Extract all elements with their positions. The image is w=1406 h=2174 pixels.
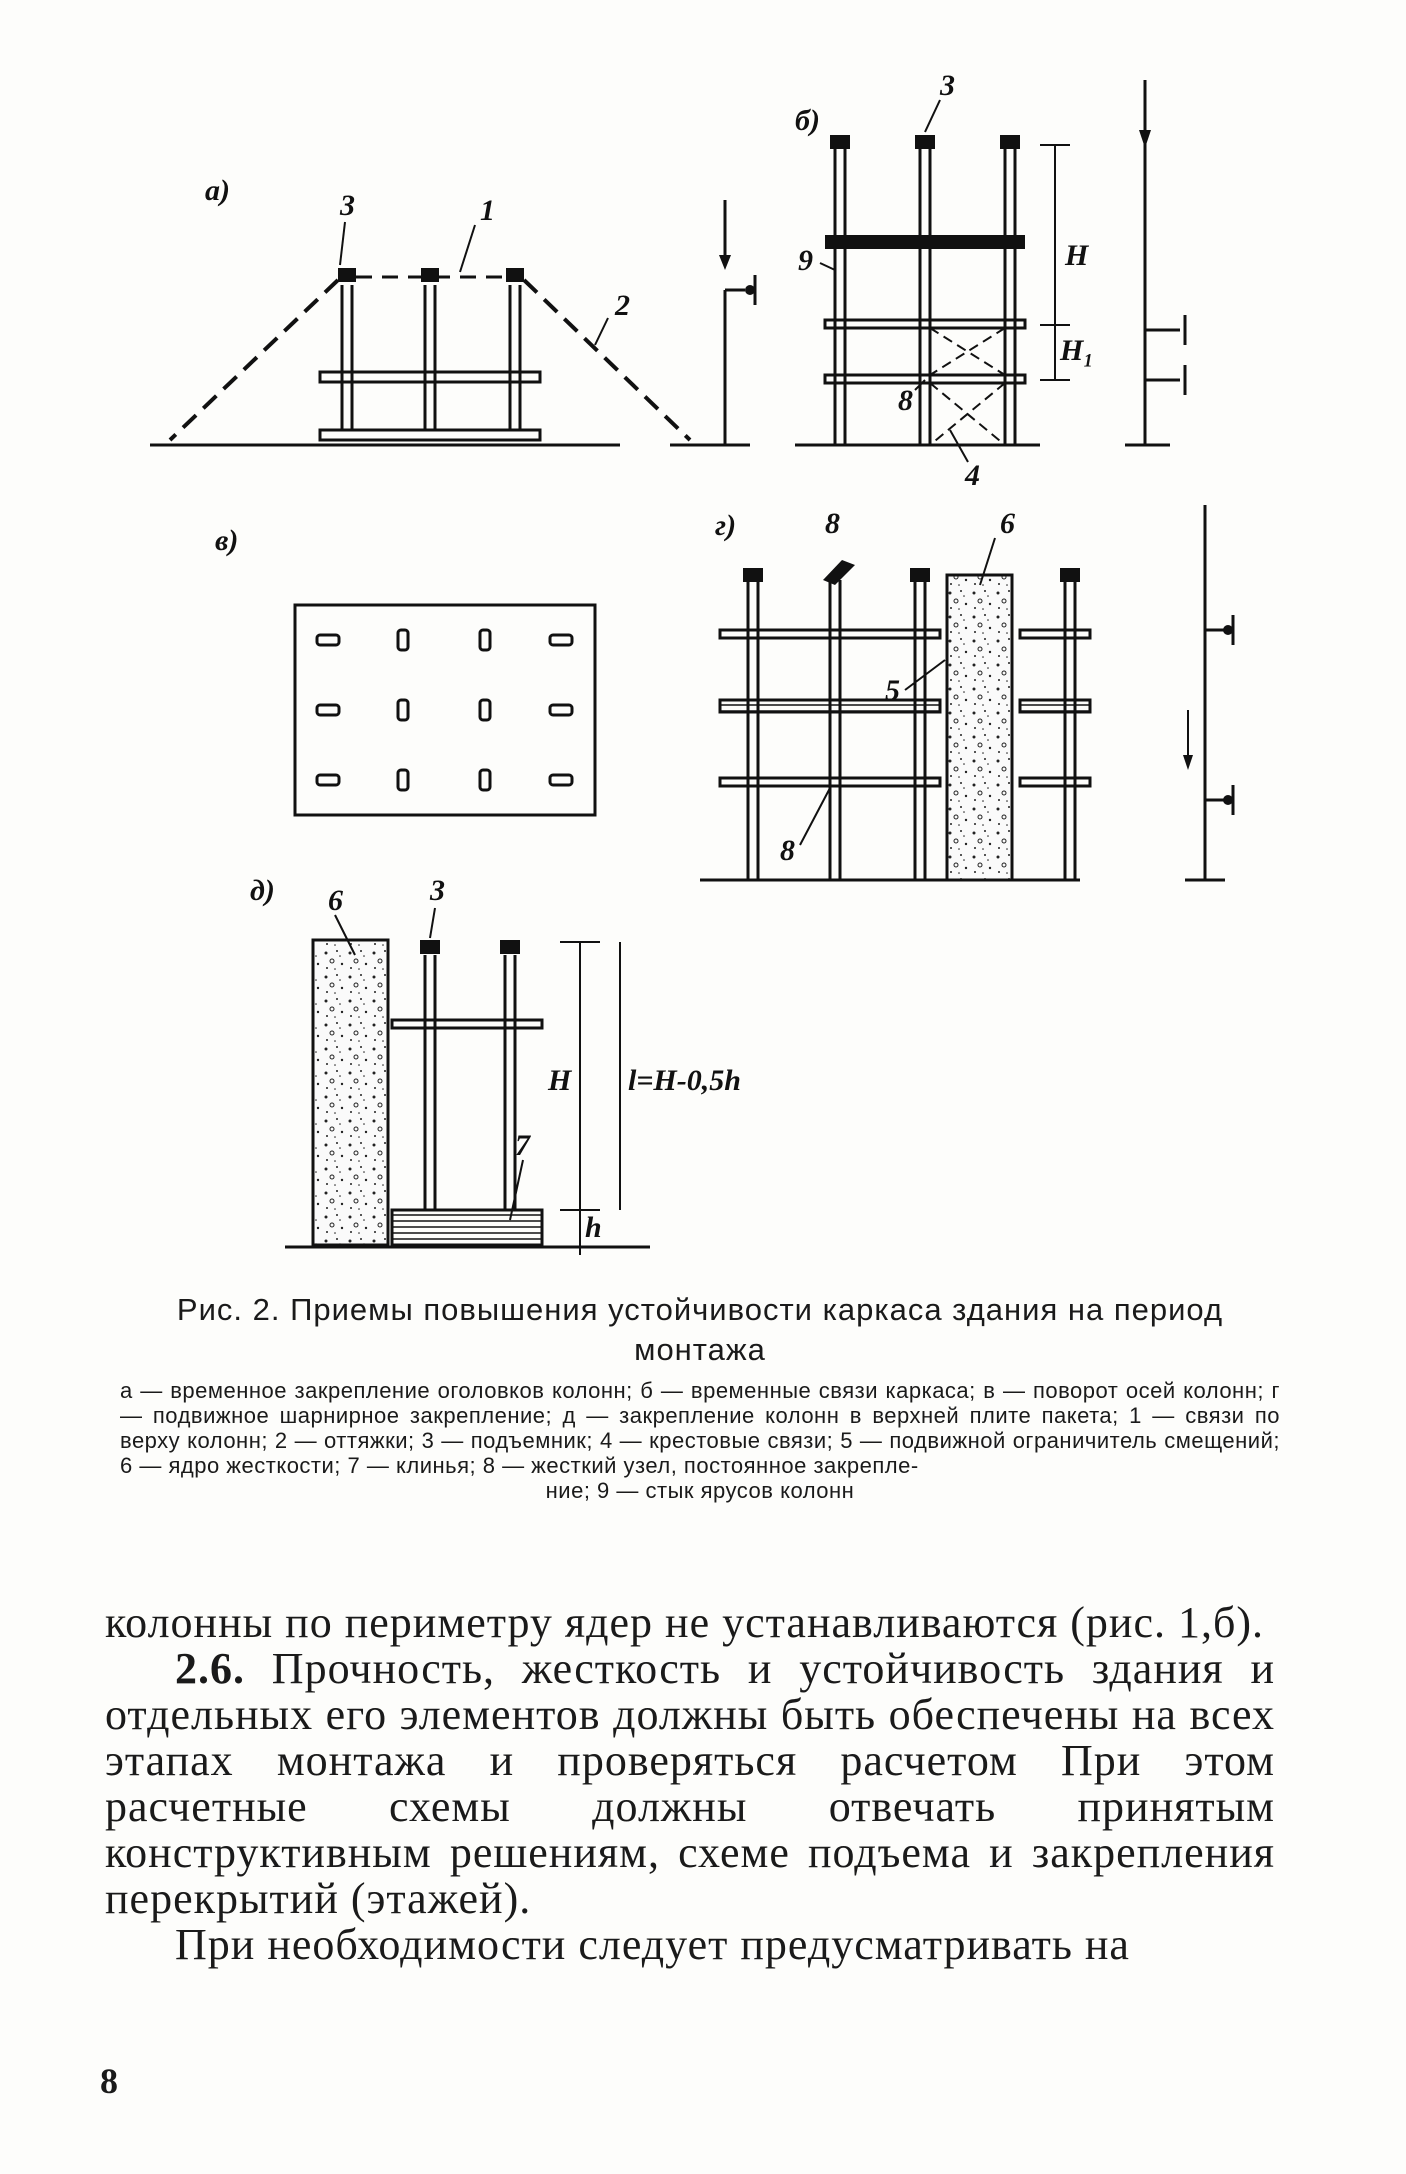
num-1: 1 [480,194,495,227]
paragraph-2-6-text: Прочность, жесткость и устойчивость здан… [105,1644,1275,1923]
paragraph-continuation: колонны по периметру ядер не устанавлива… [105,1598,1265,1647]
label-v: в) [215,524,238,557]
num-8-b: 8 [898,384,913,417]
panel-b: б) H H₁ 3 9 8 4 [795,69,1094,492]
figure-2: а) 3 1 2 б) [130,60,1290,1260]
num-6-d: 6 [328,884,343,917]
num-8-g-bottom: 8 [780,834,795,867]
num-6-g: 6 [1000,507,1015,540]
panel-g-right-scheme [1183,505,1235,882]
section-number: 2.6. [175,1644,245,1693]
dim-l-d: l=H-0,5h [628,1064,741,1097]
dim-h-d: h [585,1211,602,1244]
num-7: 7 [515,1129,531,1162]
figure-caption-legend: а — временное закрепление оголовков коло… [120,1378,1280,1503]
num-2: 2 [614,289,630,322]
num-8-g-top: 8 [825,507,840,540]
panel-v: в) [215,524,597,817]
label-a: а) [205,174,230,207]
label-g: г) [715,509,736,542]
panel-g: г) 8 6 5 8 [700,507,1092,882]
num-3-b: 3 [939,69,955,102]
panel-b-right-scheme [1125,80,1187,447]
dim-H1-b: H₁ [1059,334,1094,367]
legend-text: а — временное закрепление оголовков коло… [120,1378,1280,1478]
body-text: колонны по периметру ядер не устанавлива… [105,1600,1275,1968]
num-9: 9 [798,244,813,277]
figure-caption-title: Рис. 2. Приемы повышения устойчивости ка… [176,1292,1224,1367]
page-number: 8 [100,2061,118,2101]
paragraph-next: При необходимости следует предусматриват… [175,1920,1130,1969]
figure-drawing: а) 3 1 2 б) [150,69,1235,1255]
num-3-d: 3 [429,874,445,907]
dim-H-d: H [547,1064,573,1097]
num-4: 4 [964,459,980,492]
paragraph-2-6: 2.6. Прочность, жесткость и устойчивость… [105,1646,1275,1922]
dim-H-b: H [1064,239,1090,272]
label-d: д) [250,874,275,907]
panel-a: а) 3 1 2 [150,174,710,447]
legend-text-last: ние; 9 — стык ярусов колонн [545,1478,855,1503]
num-5: 5 [885,674,900,707]
panel-b-scheme [705,200,757,447]
panel-d: д) H l=H-0,5h h 6 3 7 [250,874,741,1255]
num-3-a: 3 [339,189,355,222]
label-b: б) [795,104,820,137]
